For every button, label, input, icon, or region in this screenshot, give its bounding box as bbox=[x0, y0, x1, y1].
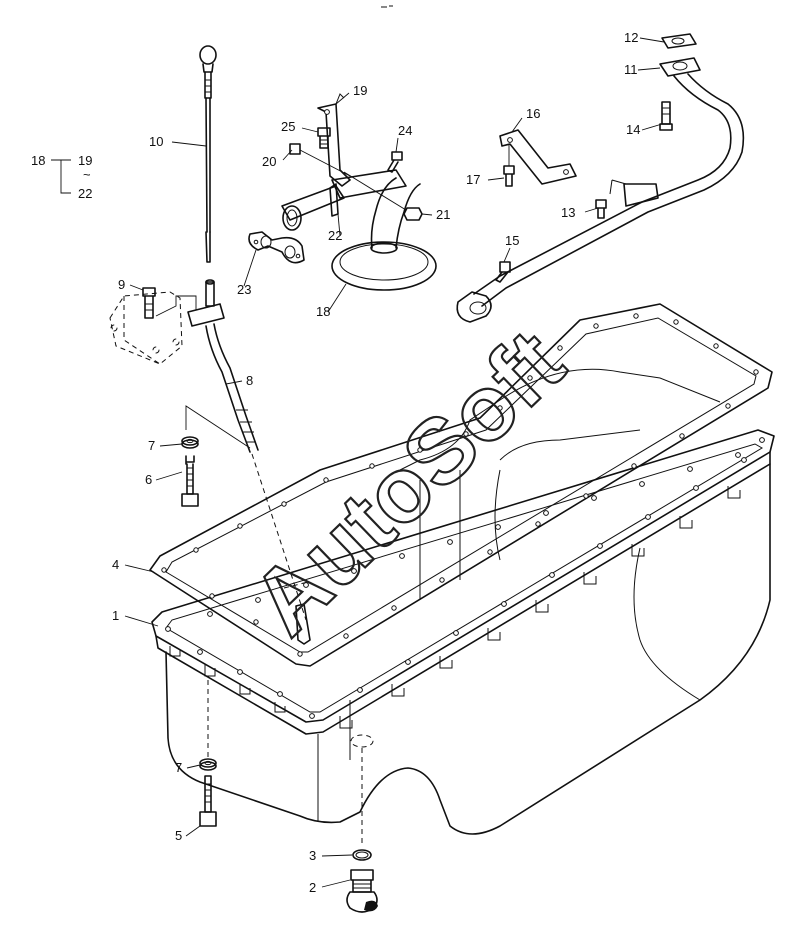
washer-7a bbox=[181, 436, 199, 449]
washer-7b bbox=[199, 758, 217, 771]
bolt-14 bbox=[659, 101, 673, 131]
label-8: 8 bbox=[246, 373, 253, 388]
label-1: 1 bbox=[112, 608, 119, 623]
bolt-20 bbox=[289, 143, 351, 177]
legend-parent: 18 bbox=[31, 153, 45, 168]
label-3: 3 bbox=[309, 848, 316, 863]
label-20: 20 bbox=[262, 154, 276, 169]
label-19: 19 bbox=[353, 83, 367, 98]
label-16: 16 bbox=[526, 106, 540, 121]
label-4: 4 bbox=[112, 557, 119, 572]
nut-21 bbox=[343, 171, 423, 221]
label-5: 5 bbox=[175, 828, 182, 843]
oil-pipe bbox=[456, 33, 745, 323]
label-9: 9 bbox=[118, 277, 125, 292]
label-7-lower: 7 bbox=[175, 760, 182, 775]
label-22: 22 bbox=[328, 228, 342, 243]
o-ring-3 bbox=[352, 849, 372, 861]
label-25: 25 bbox=[281, 119, 295, 134]
oil-pan bbox=[151, 429, 775, 846]
bolt-24 bbox=[387, 151, 403, 173]
part-labels: 1 2 3 4 5 6 7 7 8 9 10 11 12 13 14 15 16… bbox=[112, 30, 640, 895]
label-23: 23 bbox=[237, 282, 251, 297]
watermark-text: AutoSoft bbox=[233, 311, 583, 654]
dipstick bbox=[199, 45, 217, 263]
legend-tilde: ~ bbox=[83, 167, 91, 182]
dipstick-guide bbox=[187, 279, 311, 645]
leader-lines bbox=[124, 37, 665, 888]
watermark: AutoSoft bbox=[232, 310, 584, 655]
label-21: 21 bbox=[436, 207, 450, 222]
label-15: 15 bbox=[505, 233, 519, 248]
label-10: 10 bbox=[149, 134, 163, 149]
bolt-6 bbox=[181, 455, 199, 507]
pan-inner-well bbox=[399, 368, 721, 600]
drain-plug-2 bbox=[346, 869, 378, 913]
label-14: 14 bbox=[626, 122, 640, 137]
legend-from: 19 bbox=[78, 153, 92, 168]
dipstick-bracket bbox=[109, 291, 197, 365]
label-2: 2 bbox=[309, 880, 316, 895]
legend-to: 22 bbox=[78, 186, 92, 201]
bolt-15 bbox=[495, 261, 511, 283]
bracket-16 bbox=[499, 129, 577, 185]
bolt-25 bbox=[317, 127, 331, 149]
oil-strainer bbox=[281, 93, 437, 291]
bolt-17 bbox=[503, 144, 515, 187]
flange-gasket-23 bbox=[248, 231, 305, 264]
group-legend: 18 19 ~ 22 bbox=[31, 153, 92, 201]
label-7-upper: 7 bbox=[148, 438, 155, 453]
label-6: 6 bbox=[145, 472, 152, 487]
label-12: 12 bbox=[624, 30, 638, 45]
label-11: 11 bbox=[624, 62, 638, 77]
label-18: 18 bbox=[316, 304, 330, 319]
bolt-13 bbox=[595, 199, 607, 219]
bolt-5 bbox=[199, 680, 217, 827]
top-mark bbox=[381, 5, 393, 8]
gasket-holes bbox=[161, 313, 759, 657]
label-24: 24 bbox=[398, 123, 412, 138]
bolt-9 bbox=[142, 287, 156, 319]
label-17: 17 bbox=[466, 172, 480, 187]
bolt-6-lead bbox=[185, 405, 251, 449]
pan-flange-holes bbox=[165, 437, 765, 719]
label-13: 13 bbox=[561, 205, 575, 220]
